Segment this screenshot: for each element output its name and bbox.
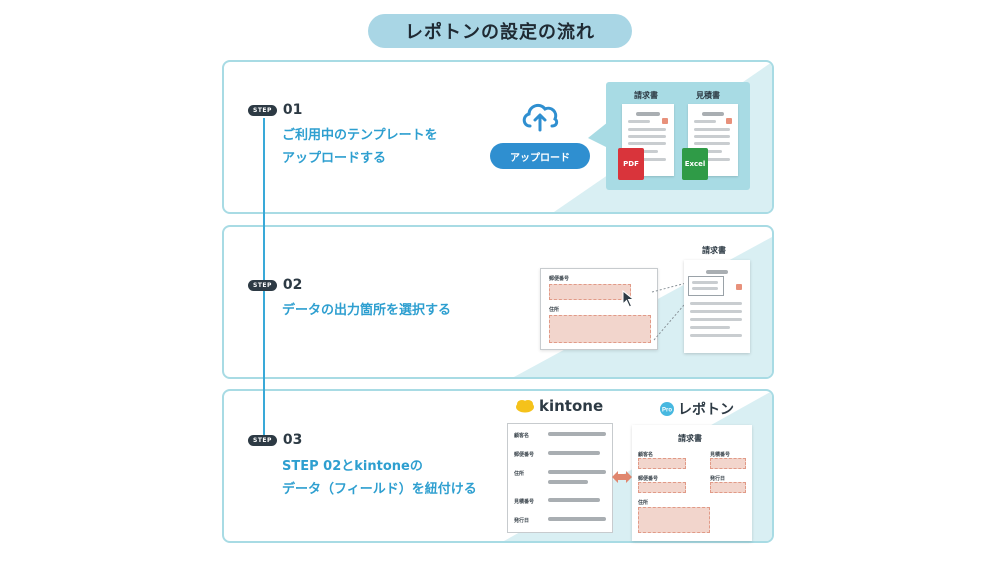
kintone-cloud-icon: [516, 400, 534, 413]
upload-button[interactable]: アップロード: [490, 143, 590, 169]
repton-logo: Pro レポトン: [659, 399, 734, 419]
doc-estimate-label: 見積書: [696, 91, 720, 100]
pdf-file-icon: PDF: [618, 148, 644, 180]
page-title-text: レポトンの設定の流れ: [405, 22, 595, 43]
zip-label: 郵便番号: [549, 276, 570, 282]
step-tag: STEP: [248, 104, 277, 116]
repton-pro-text: Pro: [662, 408, 672, 414]
template-panel: 請求書 見積書 PDF Excel: [606, 82, 750, 190]
step-desc-line: ご利用中のテンプレートを: [282, 128, 438, 143]
invoice-doc: [622, 104, 674, 176]
step-desc-line: STEP 02とkintoneの: [282, 459, 423, 474]
repton-doc-title: 請求書: [678, 434, 702, 443]
pdf-label: PDF: [623, 160, 639, 168]
kintone-field-label: 住所: [514, 471, 525, 477]
address-label: 住所: [549, 307, 560, 313]
page-title: レポトンの設定の流れ: [368, 14, 632, 48]
step-03-badge: STEP 03: [248, 432, 302, 448]
zoom-dotted-lines: [651, 281, 691, 341]
kintone-logo-text: kintone: [539, 397, 604, 415]
kintone-field-label: 見積番号: [514, 499, 535, 505]
repton-field-box[interactable]: [638, 507, 710, 533]
repton-logo-text: レポトン: [678, 402, 734, 418]
doc-invoice-label: 請求書: [634, 91, 658, 100]
step-02-badge: STEP 02: [248, 277, 302, 293]
step-desc-line: アップロードする: [282, 151, 387, 166]
repton-pro-icon: Pro: [660, 402, 674, 416]
invoice-template-doc: [684, 260, 750, 353]
repton-field-box[interactable]: [638, 482, 686, 493]
repton-field-label: 発行日: [710, 476, 726, 482]
step-desc-line: データの出力箇所を選択する: [282, 303, 452, 318]
excel-label: Excel: [684, 160, 706, 168]
step-02-description: データの出力箇所を選択する: [282, 299, 451, 322]
link-double-arrow-icon: [612, 471, 632, 483]
step-number: 02: [282, 277, 303, 293]
step-03-description: STEP 02とkintoneの データ（フィールド）を紐付ける: [282, 455, 477, 501]
repton-field-box[interactable]: [710, 482, 746, 493]
repton-field-label: 住所: [638, 500, 649, 506]
zip-field-selection[interactable]: [549, 284, 631, 300]
callout-pointer: [588, 122, 608, 148]
step-number: 01: [282, 102, 303, 118]
repton-field-box[interactable]: [710, 458, 746, 469]
kintone-field-label: 顧客名: [514, 433, 530, 439]
repton-field-label: 顧客名: [638, 452, 654, 458]
cloud-upload-icon: [522, 103, 559, 132]
step-01-description: ご利用中のテンプレートを アップロードする: [282, 124, 438, 170]
address-field-selection[interactable]: [549, 315, 651, 343]
step-desc-line: データ（フィールド）を紐付ける: [282, 482, 477, 497]
repton-field-label: 郵便番号: [638, 476, 659, 482]
kintone-field-label: 発行日: [514, 518, 530, 524]
repton-invoice-doc: 請求書 顧客名 郵便番号 住所 見積番号 発行日: [632, 425, 752, 541]
kintone-field-label: 郵便番号: [514, 452, 535, 458]
repton-field-label: 見積番号: [710, 452, 731, 458]
excel-file-icon: Excel: [682, 148, 708, 180]
repton-field-box[interactable]: [638, 458, 686, 469]
kintone-record-form: 顧客名 郵便番号 住所 見積番号 発行日: [507, 423, 613, 533]
step-number: 03: [282, 432, 303, 448]
zoom-highlight-box: [688, 276, 724, 296]
step-01-badge: STEP 01: [248, 102, 302, 118]
step-tag: STEP: [248, 434, 277, 446]
step-timeline-line: [263, 118, 265, 440]
kintone-logo: kintone: [515, 397, 603, 415]
step-tag: STEP: [248, 279, 277, 291]
mouse-cursor-icon: [622, 290, 635, 308]
output-field-form: 郵便番号 住所: [540, 268, 658, 350]
doc2-title: 請求書: [702, 246, 726, 255]
